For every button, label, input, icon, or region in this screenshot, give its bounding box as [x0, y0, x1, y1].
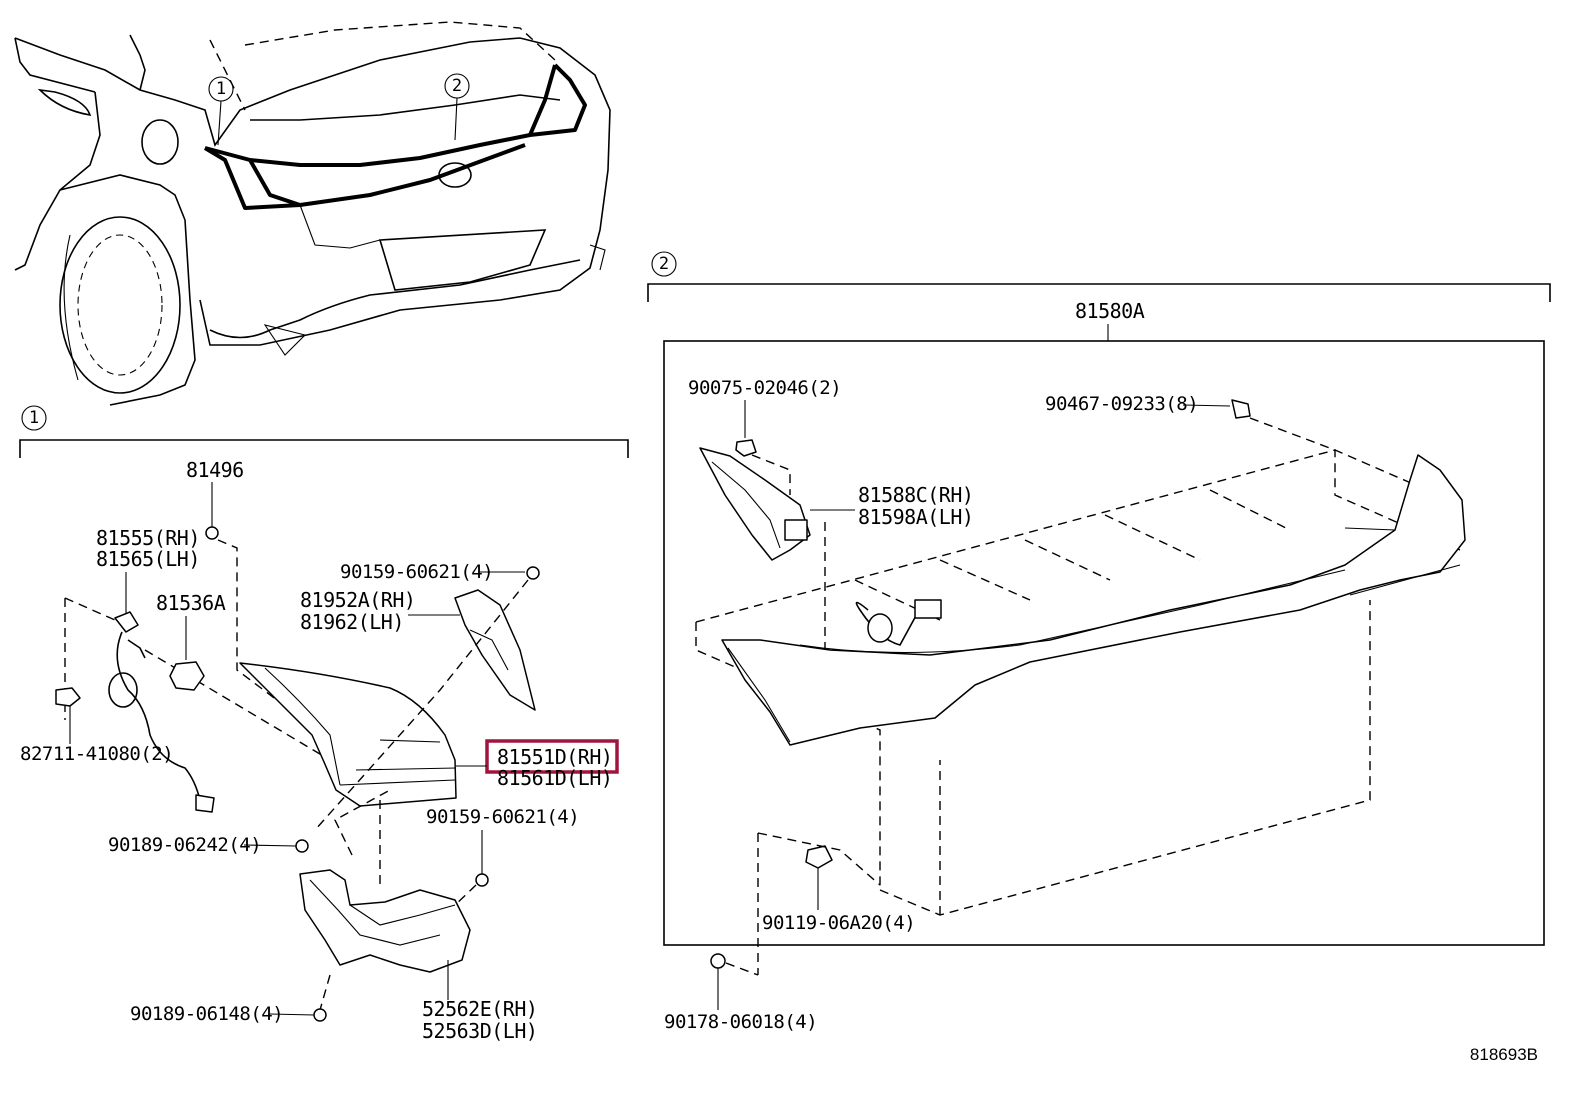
label-90189-06242: 90189-06242(4) [108, 834, 261, 856]
clip-90467 [1231, 399, 1251, 419]
callout-2: 2 [452, 76, 462, 96]
car-overview-illustration: 1 2 [14, 21, 611, 406]
clip-81496 [205, 526, 219, 540]
lamp-81588c-connector [784, 519, 808, 541]
section-1-marker: 1 [29, 408, 39, 428]
connector-81580a [914, 599, 942, 619]
label-81496: 81496 [186, 458, 244, 482]
highlight-box-81551d [485, 739, 619, 774]
label-81565-lh: 81565(LH) [96, 547, 200, 571]
section-2-garnish: 2 81580A 90075-02046(2) 90467-09233(8) 8… [647, 251, 1551, 1033]
label-81588c-rh: 81588C(RH) [858, 483, 973, 507]
label-90159-mid: 90159-60621(4) [426, 806, 579, 828]
label-82711: 82711-41080(2) [20, 743, 173, 765]
label-90119: 90119-06A20(4) [762, 912, 915, 934]
section-2-marker-circle [651, 251, 677, 277]
clip-90119 [805, 845, 833, 869]
label-52563d-lh: 52563D(LH) [422, 1019, 537, 1043]
socket-81536a [169, 661, 205, 691]
label-81962-lh: 81962(LH) [300, 610, 404, 634]
diagram-id: 818693B [1470, 1045, 1538, 1064]
bracket-81952a [454, 589, 536, 711]
label-81536a: 81536A [156, 591, 226, 615]
screw-90075 [735, 439, 757, 457]
section-1-tail-lamp: 1 81496 81555(RH) 81565(LH) 81536A 82711… [19, 405, 629, 1043]
label-90467: 90467-09233(8) [1045, 393, 1198, 415]
nut-90178 [710, 953, 726, 969]
label-90189-06148: 90189-06148(4) [130, 1003, 283, 1025]
bolt-90159-top [526, 566, 540, 580]
label-90159-top: 90159-60621(4) [340, 561, 493, 583]
label-81598a-lh: 81598A(LH) [858, 505, 973, 529]
harness-81555 [114, 611, 139, 633]
clip-82711 [55, 687, 81, 707]
bracket-52562e [299, 869, 471, 973]
label-52562e-rh: 52562E(RH) [422, 997, 537, 1021]
nut-90189-06242 [295, 839, 309, 853]
bolt-90159-mid [475, 873, 489, 887]
section-2-marker: 2 [659, 254, 669, 274]
label-81952a-rh: 81952A(RH) [300, 588, 415, 612]
label-90178: 90178-06018(4) [664, 1011, 817, 1033]
assembly-frame-81580a [663, 340, 1545, 946]
label-81561d-lh: 81561D(LH) [497, 766, 612, 790]
label-81555-rh: 81555(RH) [96, 526, 200, 550]
section-1-marker-circle [21, 405, 47, 431]
tail-lamp-81551d [239, 662, 457, 807]
lamp-81588c [699, 447, 811, 561]
nut-90189-06148 [313, 1008, 327, 1022]
callout-1: 1 [216, 79, 226, 99]
label-81580a: 81580A [1075, 299, 1145, 323]
label-90075: 90075-02046(2) [688, 377, 841, 399]
label-81551d-rh: 81551D(RH) [497, 745, 612, 769]
garnish-81580a [721, 454, 1466, 746]
